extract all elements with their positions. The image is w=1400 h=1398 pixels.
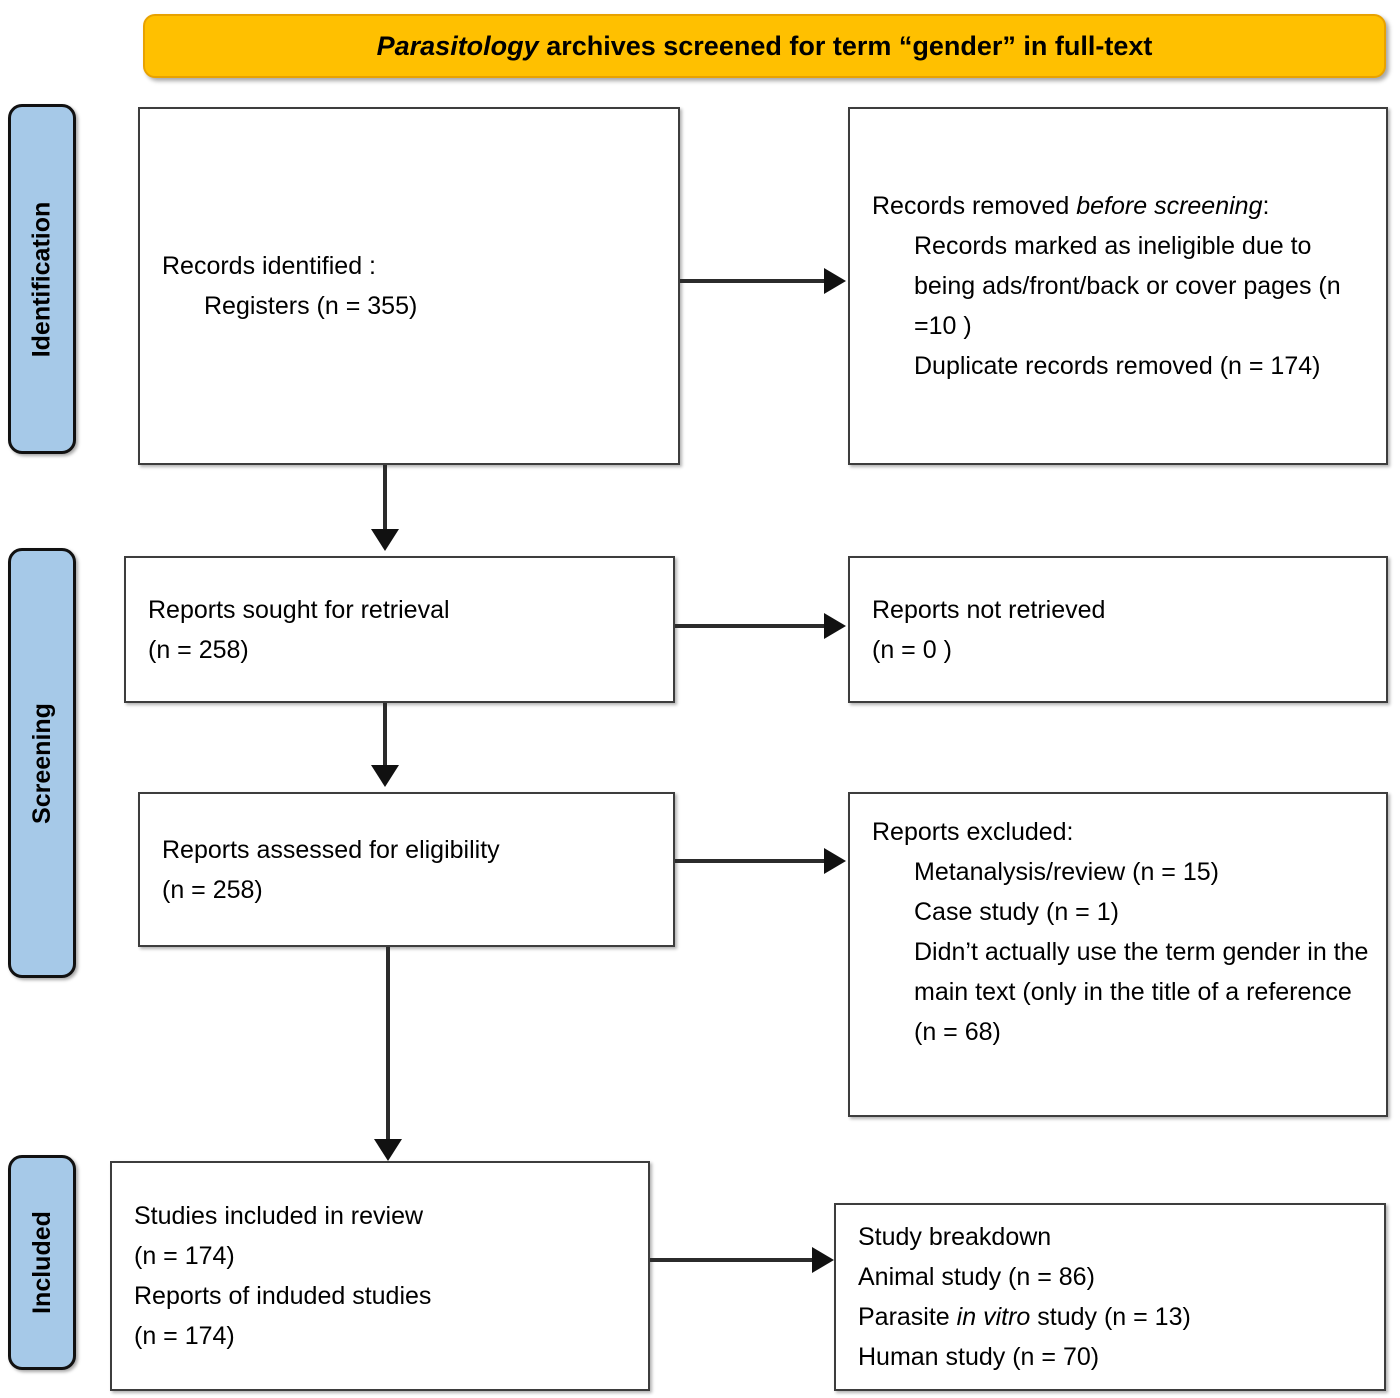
records-removed-heading-c: : xyxy=(1262,192,1270,220)
box-reports-excluded: Reports excluded: Metanalysis/review (n … xyxy=(848,792,1388,1117)
study-breakdown-heading: Study breakdown xyxy=(858,1223,1052,1251)
phase-tab-screening: Screening xyxy=(8,548,76,978)
reports-sought-line2: (n = 258) xyxy=(148,635,249,664)
study-breakdown-animal: Animal study (n = 86) xyxy=(858,1263,1095,1291)
connector-sought-to-assessed xyxy=(383,703,387,771)
reports-excluded-term-not-used: Didn’t actually use the term gender in t… xyxy=(914,938,1369,1046)
box-records-removed-before-screening: Records removed before screening: Record… xyxy=(848,107,1388,465)
reports-assessed-line2: (n = 258) xyxy=(162,875,263,904)
arrowhead-right-icon xyxy=(824,613,846,639)
study-breakdown-human: Human study (n = 70) xyxy=(858,1343,1100,1371)
records-identified-line1: Records identified : xyxy=(162,252,377,280)
connector-assessed-to-excluded xyxy=(675,859,828,863)
arrowhead-down-icon xyxy=(371,529,399,551)
study-breakdown-parasite-a: Parasite xyxy=(858,1303,957,1331)
studies-included-line2: (n = 174) xyxy=(134,1242,235,1270)
connector-sought-to-not-retrieved xyxy=(675,624,828,628)
arrowhead-down-icon xyxy=(374,1139,402,1161)
box-study-breakdown: Study breakdown Animal study (n = 86) Pa… xyxy=(834,1203,1386,1391)
page-title: Parasitology archives screened for term … xyxy=(377,31,1153,62)
arrowhead-right-icon xyxy=(824,848,846,874)
records-removed-ineligible: Records marked as ineligible due to bein… xyxy=(914,232,1341,340)
arrowhead-right-icon xyxy=(812,1247,834,1273)
reports-assessed-line1: Reports assessed for eligibility xyxy=(162,835,500,864)
phase-tab-identification: Identification xyxy=(8,104,76,454)
connector-identified-to-sought xyxy=(383,465,387,537)
records-removed-heading-italic: before screening xyxy=(1076,192,1263,220)
reports-sought-line1: Reports sought for retrieval xyxy=(148,595,450,624)
reports-not-retrieved-line1: Reports not retrieved xyxy=(872,595,1106,624)
arrowhead-down-icon xyxy=(371,765,399,787)
title-journal-name: Parasitology xyxy=(376,30,539,61)
box-reports-assessed-for-eligibility: Reports assessed for eligibility (n = 25… xyxy=(138,792,675,947)
phase-tab-included: Included xyxy=(8,1155,76,1370)
box-studies-included-in-review: Studies included in review (n = 174) Rep… xyxy=(110,1161,650,1391)
phase-label-screening: Screening xyxy=(27,702,56,824)
box-reports-sought-for-retrieval: Reports sought for retrieval (n = 258) xyxy=(124,556,675,703)
reports-excluded-heading: Reports excluded: xyxy=(872,818,1074,846)
box-reports-not-retrieved: Reports not retrieved (n = 0 ) xyxy=(848,556,1388,703)
records-removed-duplicates: Duplicate records removed (n = 174) xyxy=(914,352,1321,380)
arrowhead-right-icon xyxy=(824,268,846,294)
records-identified-line2: Registers (n = 355) xyxy=(204,292,418,320)
study-breakdown-parasite: Parasite in vitro study (n = 13) xyxy=(858,1297,1370,1337)
phase-label-included: Included xyxy=(27,1211,56,1314)
reports-excluded-case-study: Case study (n = 1) xyxy=(914,898,1119,926)
reports-not-retrieved-line2: (n = 0 ) xyxy=(872,635,952,664)
studies-included-line3: Reports of induded studies xyxy=(134,1282,432,1310)
phase-label-identification: Identification xyxy=(27,201,56,357)
connector-identified-to-removed xyxy=(680,279,828,283)
study-breakdown-parasite-italic: in vitro xyxy=(956,1303,1031,1331)
records-removed-heading-a: Records removed xyxy=(872,192,1077,220)
connector-included-to-breakdown xyxy=(650,1258,816,1262)
diagram-title-banner: Parasitology archives screened for term … xyxy=(143,14,1386,78)
title-rest: archives screened for term “gender” in f… xyxy=(538,30,1153,61)
box-records-identified: Records identified : Registers (n = 355) xyxy=(138,107,680,465)
study-breakdown-parasite-c: study (n = 13) xyxy=(1030,1303,1191,1331)
records-removed-heading: Records removed before screening: xyxy=(872,186,1372,226)
connector-assessed-to-included xyxy=(386,947,390,1143)
studies-included-line1: Studies included in review xyxy=(134,1202,424,1230)
studies-included-line4: (n = 174) xyxy=(134,1322,235,1350)
reports-excluded-metanalysis: Metanalysis/review (n = 15) xyxy=(914,858,1219,886)
